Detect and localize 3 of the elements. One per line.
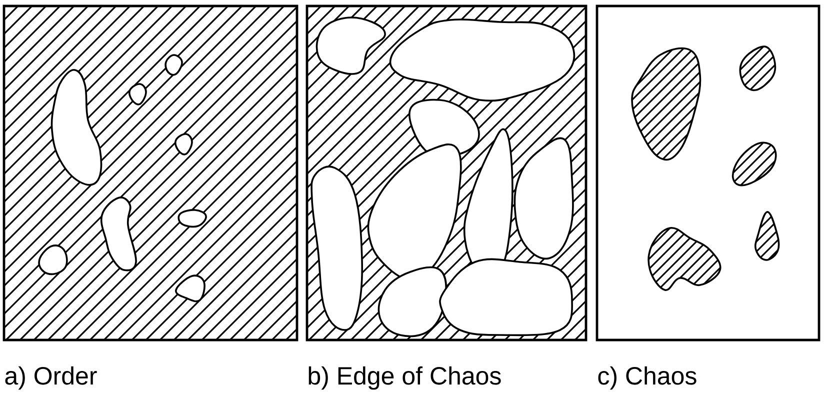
caption: c) Chaos [598,366,696,390]
caption: b) Edge of Chaos [308,366,501,390]
caption: a) Order [5,366,97,390]
